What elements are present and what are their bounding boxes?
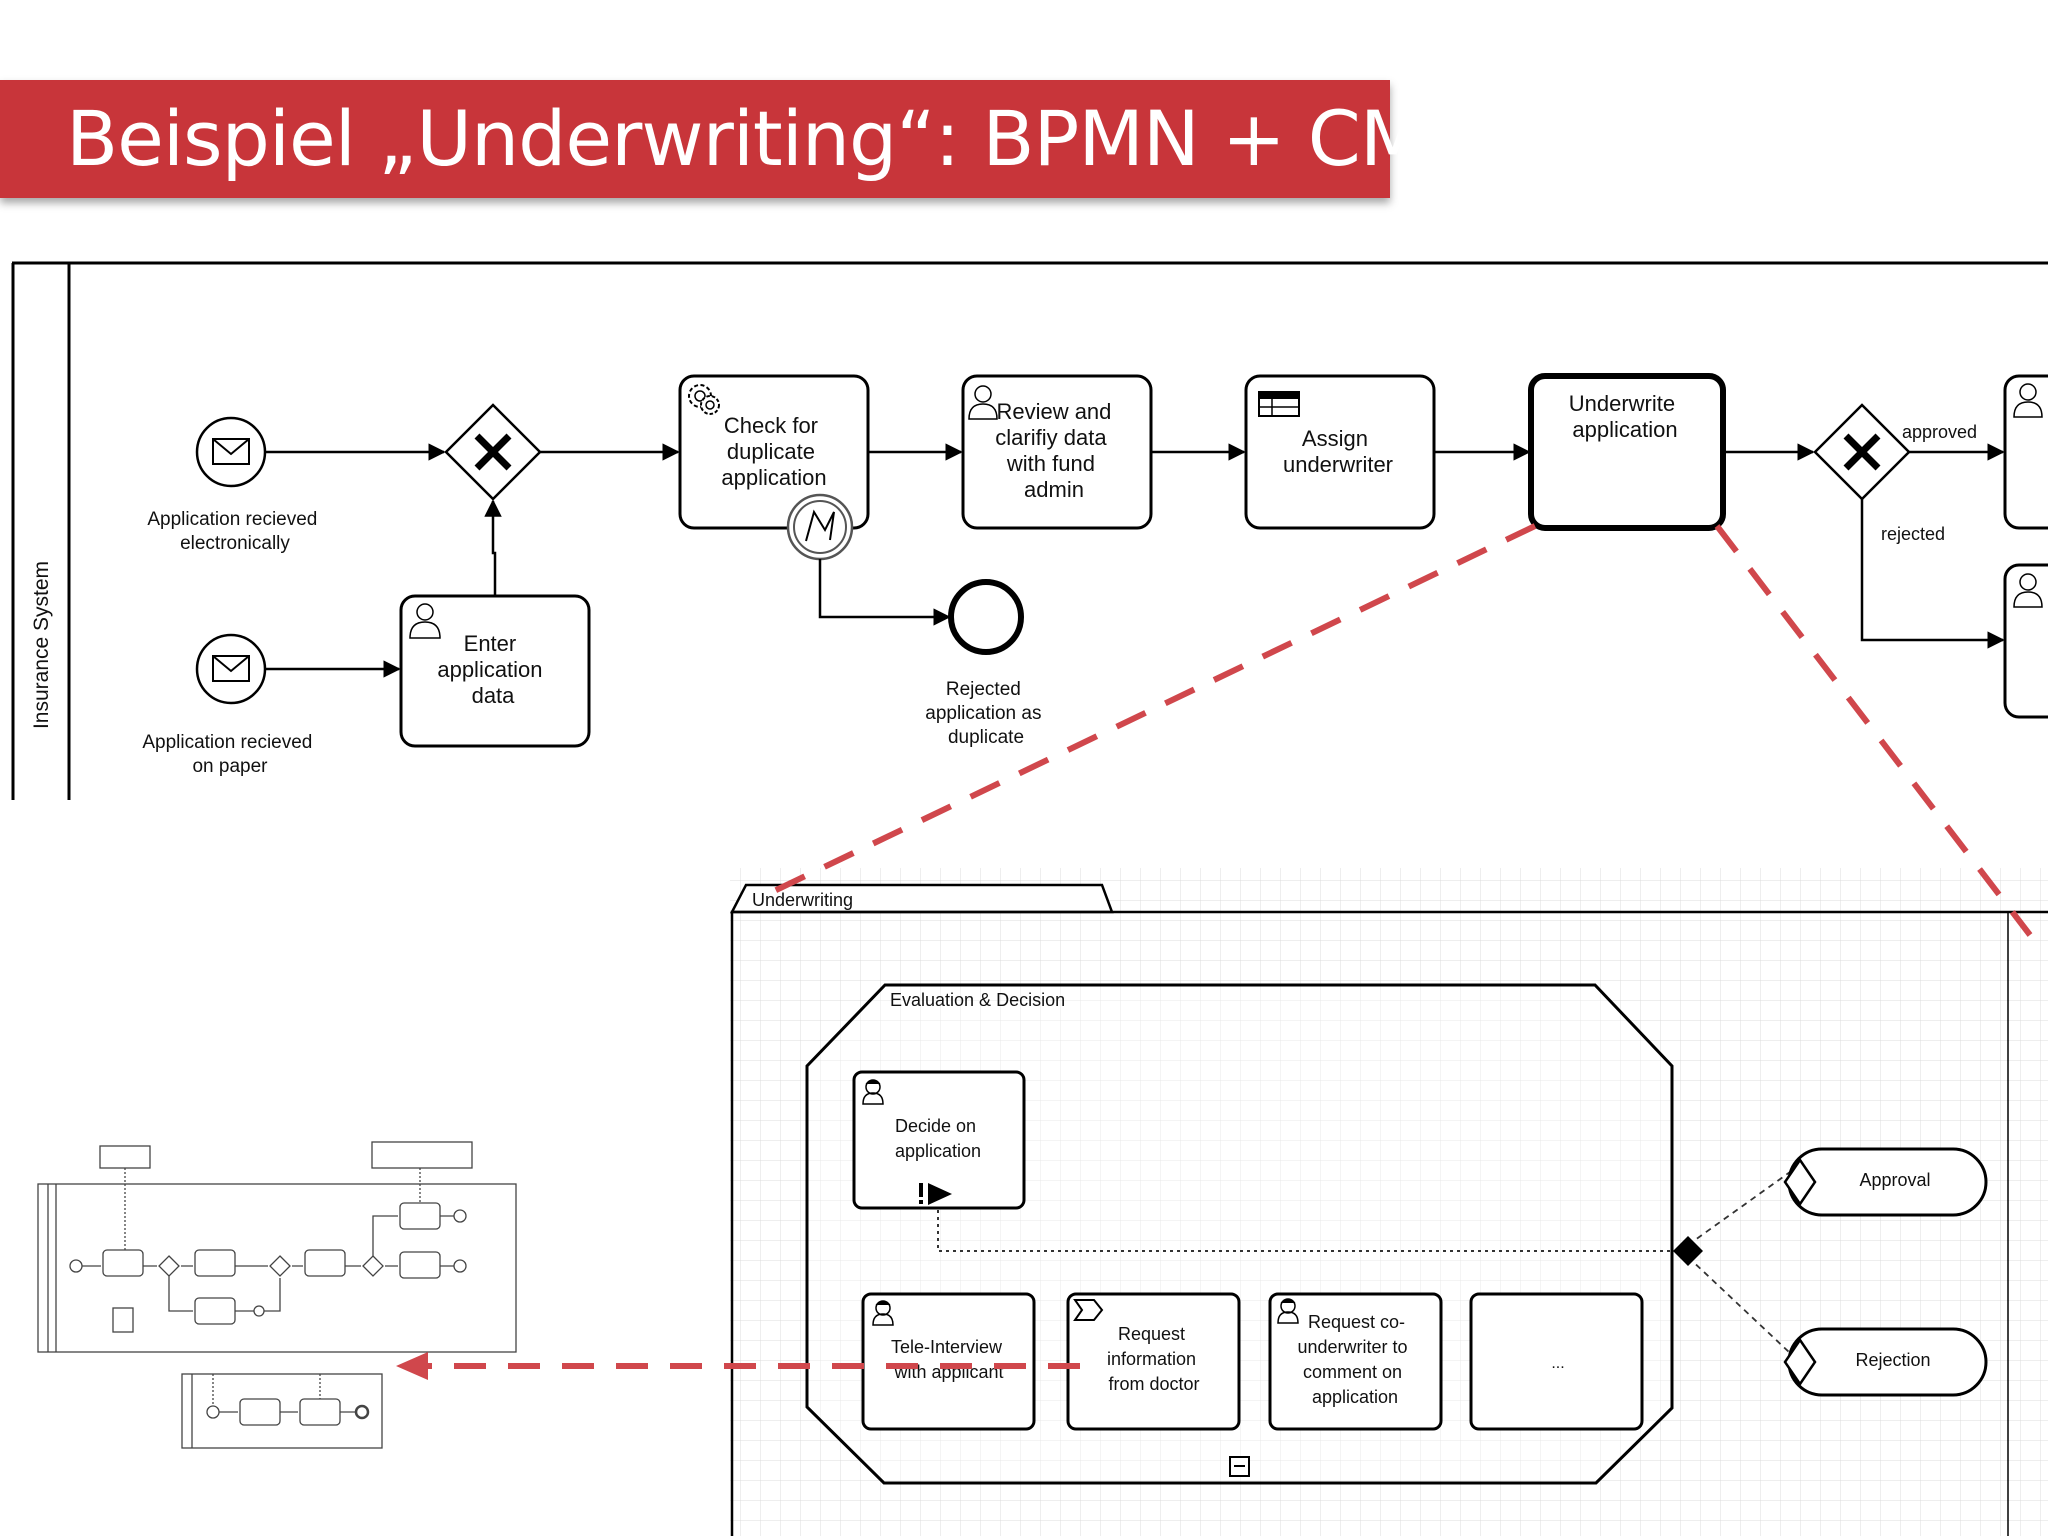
task-enter-application-data[interactable]: Enter application data [399,594,591,748]
svg-text:Review and clarifiy data: Review and clarifiy data with fund admin [995,399,1117,502]
svg-text:Request information: Request information from doctor [1107,1324,1201,1394]
user-icon [2013,573,2043,608]
cmmn-task-more[interactable]: ... [1469,1292,1644,1431]
error-boundary-event[interactable] [786,493,854,561]
svg-text:Enter application: Enter application data [437,631,548,708]
arrow-head-icon [396,1352,428,1380]
start-event-paper-label: Application recieved on paper [142,732,317,777]
user-icon [968,385,998,420]
more-label: ... [1551,1355,1564,1372]
case-name: Underwriting [752,890,853,910]
task-approved-partial[interactable] [2003,374,2048,530]
human-task-icon [872,1300,894,1326]
svg-text:Underwrite application: Underwrite application [1569,391,1682,442]
task-check-duplicate[interactable]: Check for duplicate application [678,374,870,530]
envelope-icon [212,655,250,682]
x-icon [1843,433,1881,471]
task-assign-underwriter[interactable]: Assign underwriter [1244,374,1436,530]
svg-text:Request co- underwriter: Request co- underwriter to comment on ap… [1297,1312,1412,1407]
user-icon [2013,383,2043,418]
milestone-approval[interactable]: Approval [1783,1147,1988,1217]
zoom-indicators [420,523,2033,1369]
bpmn-pool: Insurance System [11,261,2048,800]
collapse-icon[interactable] [1229,1456,1250,1477]
svg-text:Approval: Approval [1859,1170,1930,1190]
user-icon [409,603,441,639]
cmmn-task-request-doctor[interactable]: Request information from doctor [1066,1292,1241,1431]
manual-activation-icon [919,1183,952,1205]
flow-label-rejected: rejected [1881,524,1945,544]
exclusive-gateway-decision[interactable] [1813,403,1911,501]
end-event-label: Rejected application as duplicate [925,679,1046,748]
svg-text:Check for duplicate: Check for duplicate application [721,413,826,490]
title-banner: Beispiel „Underwriting“: BPMN + CMMN [0,80,1546,198]
cmmn-connectors [937,1171,1791,1354]
process-task-icon [1073,1299,1104,1321]
sequence-flows [265,443,2005,678]
table-icon [1258,391,1300,417]
human-task-icon [862,1079,884,1105]
task-review-clarify[interactable]: Review and clarifiy data with fund admin [961,374,1153,530]
stage-name: Evaluation & Decision [890,990,1065,1010]
cmmn-task-decide[interactable]: Decide on application [852,1070,1026,1210]
svg-text:Assign underwriter: Assign underwriter [1283,426,1393,477]
svg-text:Tele-Interview with appl: Tele-Interview with applicant [891,1337,1007,1382]
flow-label-approved: approved [1902,422,1977,442]
start-event-electronic-label: Application recieved electronically [147,509,322,554]
mini-bpmn-thumbnail [37,1141,517,1449]
lightning-icon [805,509,835,542]
exclusive-gateway-merge[interactable] [444,403,542,501]
end-event-duplicate[interactable]: Rejected application as duplicate [925,579,1046,748]
envelope-icon [212,438,250,465]
pool-label: Insurance System [30,561,53,729]
task-rejected-partial[interactable] [2003,563,2048,719]
cmmn-task-tele-interview[interactable]: Tele-Interview with applicant [861,1292,1036,1431]
gear-icon [688,384,720,415]
entry-criterion-icon [1783,1157,1817,1207]
cmmn-task-request-co-underwriter[interactable]: Request co- underwriter to comment on ap… [1268,1292,1443,1431]
slide-title: Beispiel „Underwriting“: BPMN + CMMN [66,94,1546,183]
task-underwrite-application[interactable]: Underwrite application [1528,373,1726,531]
start-event-electronic[interactable]: Application recieved electronically [147,416,322,554]
start-event-paper[interactable]: Application recieved on paper [142,633,317,777]
x-icon [474,433,512,471]
human-task-icon [1277,1298,1299,1324]
milestone-rejection[interactable]: Rejection [1783,1327,1988,1397]
svg-text:Rejection: Rejection [1855,1350,1930,1370]
entry-criterion-icon [1783,1337,1817,1387]
svg-text:Decide on application: Decide on application [895,1116,981,1161]
